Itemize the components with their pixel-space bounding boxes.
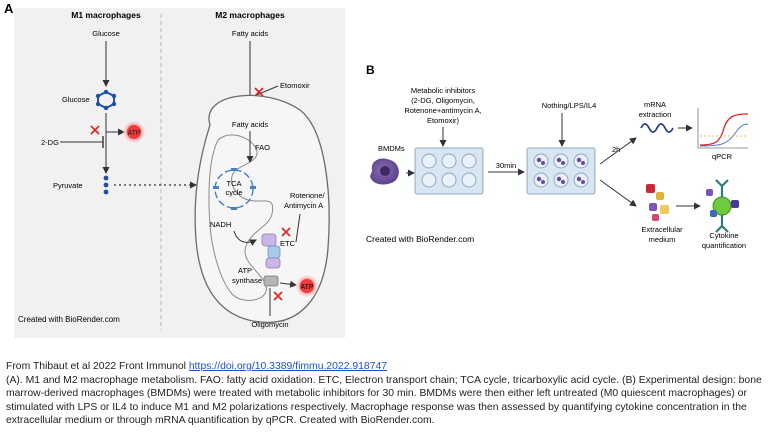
atp-synthase-icon [263, 275, 279, 287]
m1-title: M1 macrophages [71, 10, 141, 20]
nadh-label: NADH [210, 220, 231, 229]
figure-caption: From Thibaut et al 2022 Front Immunol ht… [6, 360, 762, 428]
panel-b-credit: Created with BioRender.com [366, 234, 474, 244]
atp-2-arrow [279, 280, 297, 288]
atp-synthase-label-1: ATP [238, 266, 252, 275]
mrna-label-1: mRNA [644, 100, 666, 109]
caption-source-prefix: From Thibaut et al 2022 Front Immunol [6, 361, 189, 372]
antibody-elisa-icon [706, 179, 739, 233]
glucose-top-label: Glucose [92, 29, 120, 38]
figure: A M1 macrophages M2 macrophages Glucose … [4, 1, 749, 338]
fatty-acids-inner-label: Fatty acids [232, 120, 269, 129]
etc-label: ETC [280, 239, 296, 248]
inhibitors-line-1: Metabolic inhibitors [411, 86, 475, 95]
inhibitor-2dg-label: 2-DG [41, 138, 59, 147]
extracellular-label-1: Extracellular [641, 225, 683, 234]
nadh-arrow [233, 230, 257, 246]
oligomycin-label: Oligomycin [251, 320, 288, 329]
rotenone-label-2: Antimycin A [284, 201, 323, 210]
atp-synthase-label-2: synthase [232, 276, 262, 285]
cross-etomoxir-icon [254, 87, 264, 97]
inhibitors-line-4: Etomoxir) [427, 116, 460, 125]
time-2h-label: 2h [612, 145, 620, 154]
atp-1-icon [127, 125, 141, 139]
mrna-strand-icon [640, 123, 674, 133]
etomoxir-label: Etomoxir [280, 81, 310, 90]
tca-label-1: TCA [227, 179, 242, 188]
to-mrna-arrow [599, 137, 637, 165]
panel-b-label: B [366, 63, 375, 77]
pyruvate-label: Pyruvate [53, 181, 83, 190]
atp-1-label: ATP [127, 130, 140, 137]
fao-label: FAO [255, 143, 270, 152]
caption-source-line: From Thibaut et al 2022 Front Immunol ht… [6, 360, 762, 374]
mitochondrion-outer-membrane [194, 94, 330, 324]
pyruvate-molecule-icon [103, 175, 109, 195]
glucose-label: Glucose [62, 95, 90, 104]
bmdms-label: BMDMs [378, 144, 405, 153]
etc-complex-icon [261, 233, 281, 269]
time-30min-label: 30min [496, 161, 516, 170]
extracellular-label-2: medium [649, 235, 676, 244]
rotenone-label-1: Rotenone/ [290, 191, 326, 200]
etomoxir-line [253, 85, 279, 97]
inhibitors-line-3: Rotenone+antimycin A, [404, 106, 481, 115]
cytokine-molecules-icon [646, 184, 669, 221]
mrna-label-2: extraction [639, 110, 672, 119]
cytokine-label-1: Cytokine [709, 231, 738, 240]
qpcr-curve-icon [697, 108, 749, 149]
tca-label-2: cycle [225, 188, 242, 197]
fatty-acids-top-label: Fatty acids [232, 29, 269, 38]
atp-2-icon [300, 279, 314, 293]
doi-link[interactable]: https://doi.org/10.3389/fimmu.2022.91874… [188, 361, 388, 372]
cross-oligomycin-icon [273, 291, 283, 301]
atp-2-label: ATP [300, 284, 313, 291]
cytokine-label-2: quantification [702, 241, 746, 250]
cross-2dg-icon [90, 125, 100, 135]
to-medium-arrow [599, 179, 637, 207]
panel-a: A M1 macrophages M2 macrophages Glucose … [4, 1, 345, 338]
caption-body: (A). M1 and M2 macrophage metabolism. FA… [6, 374, 762, 427]
panel-a-label: A [4, 1, 14, 16]
treatments-label: Nothing/LPS/IL4 [542, 101, 597, 110]
rotenone-line [295, 213, 301, 243]
qpcr-label: qPCR [712, 152, 733, 161]
panel-b: B Metabolic inhibitors (2-DG, Oligomycin… [366, 63, 749, 250]
tca-cycle-icon [213, 168, 256, 210]
cross-rotenone-icon [281, 227, 291, 237]
panel-a-credit: Created with BioRender.com [18, 315, 120, 324]
bmdm-cell-icon [370, 158, 399, 185]
m2-title: M2 macrophages [215, 10, 285, 20]
inhibitors-line-2: (2-DG, Oligomycin, [411, 96, 475, 105]
plate-untreated-icon [414, 147, 484, 195]
plate-stimulated-icon [526, 147, 596, 195]
